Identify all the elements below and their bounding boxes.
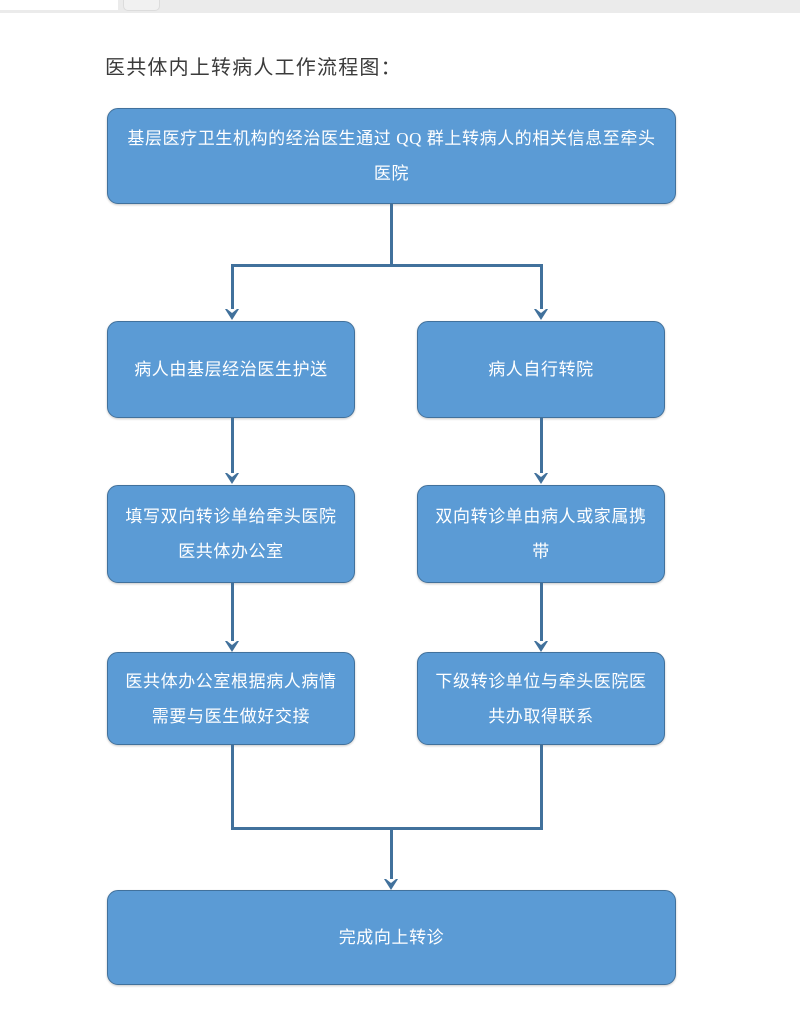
- connector-left-1-to-2: [231, 418, 234, 473]
- flow-node-right-2-label: 双向转诊单由病人或家属携带: [435, 507, 647, 561]
- page-title: 医共体内上转病人工作流程图：: [105, 57, 402, 79]
- flow-node-start-label: 基层医疗卫生机构的经治医生通过 QQ 群上转病人的相关信息至牵头医院: [127, 129, 656, 183]
- arrowhead-split-right-icon: [534, 309, 548, 320]
- connector-merge-down: [390, 827, 393, 879]
- connector-split-horizontal: [231, 264, 543, 267]
- document-canvas: 医共体内上转病人工作流程图： 基层医疗卫生机构的经治医生通过 QQ 群上转病人的…: [0, 13, 800, 1029]
- flow-node-left-1[interactable]: 病人由基层经治医生护送: [107, 321, 355, 418]
- connector-right-1-to-2: [540, 418, 543, 473]
- flow-node-right-3[interactable]: 下级转诊单位与牵头医院医共办取得联系: [417, 652, 665, 745]
- connector-start-down: [390, 204, 393, 266]
- flow-node-start[interactable]: 基层医疗卫生机构的经治医生通过 QQ 群上转病人的相关信息至牵头医院: [107, 108, 676, 204]
- toolbar-strip: [0, 0, 800, 13]
- flow-node-end-label: 完成向上转诊: [338, 928, 445, 947]
- connector-merge-right: [540, 745, 543, 830]
- connector-split-right: [540, 264, 543, 309]
- arrowhead-right-3-icon: [534, 641, 548, 652]
- flow-node-left-1-label: 病人由基层经治医生护送: [134, 360, 328, 379]
- connector-split-left: [231, 264, 234, 309]
- flow-node-right-3-label: 下级转诊单位与牵头医院医共办取得联系: [435, 671, 647, 726]
- flow-node-right-1-label: 病人自行转院: [488, 360, 594, 379]
- arrowhead-split-left-icon: [225, 309, 239, 320]
- toolbar-button[interactable]: [123, 0, 160, 11]
- flow-node-left-3-label: 医共体办公室根据病人病情需要与医生做好交接: [125, 671, 337, 726]
- flow-node-left-2[interactable]: 填写双向转诊单给牵头医院医共体办公室: [107, 485, 355, 583]
- connector-right-2-to-3: [540, 583, 543, 641]
- flow-node-end[interactable]: 完成向上转诊: [107, 890, 676, 985]
- arrowhead-end-icon: [384, 879, 398, 890]
- flow-node-left-2-label: 填写双向转诊单给牵头医院医共体办公室: [125, 507, 337, 561]
- flow-node-right-1[interactable]: 病人自行转院: [417, 321, 665, 418]
- arrowhead-left-2-icon: [225, 473, 239, 484]
- arrowhead-left-3-icon: [225, 641, 239, 652]
- flow-node-left-3[interactable]: 医共体办公室根据病人病情需要与医生做好交接: [107, 652, 355, 745]
- arrowhead-right-2-icon: [534, 473, 548, 484]
- flow-node-right-2[interactable]: 双向转诊单由病人或家属携带: [417, 485, 665, 583]
- toolbar-white-area: [0, 0, 118, 10]
- connector-left-2-to-3: [231, 583, 234, 641]
- connector-merge-horizontal: [231, 827, 543, 830]
- connector-merge-left: [231, 745, 234, 830]
